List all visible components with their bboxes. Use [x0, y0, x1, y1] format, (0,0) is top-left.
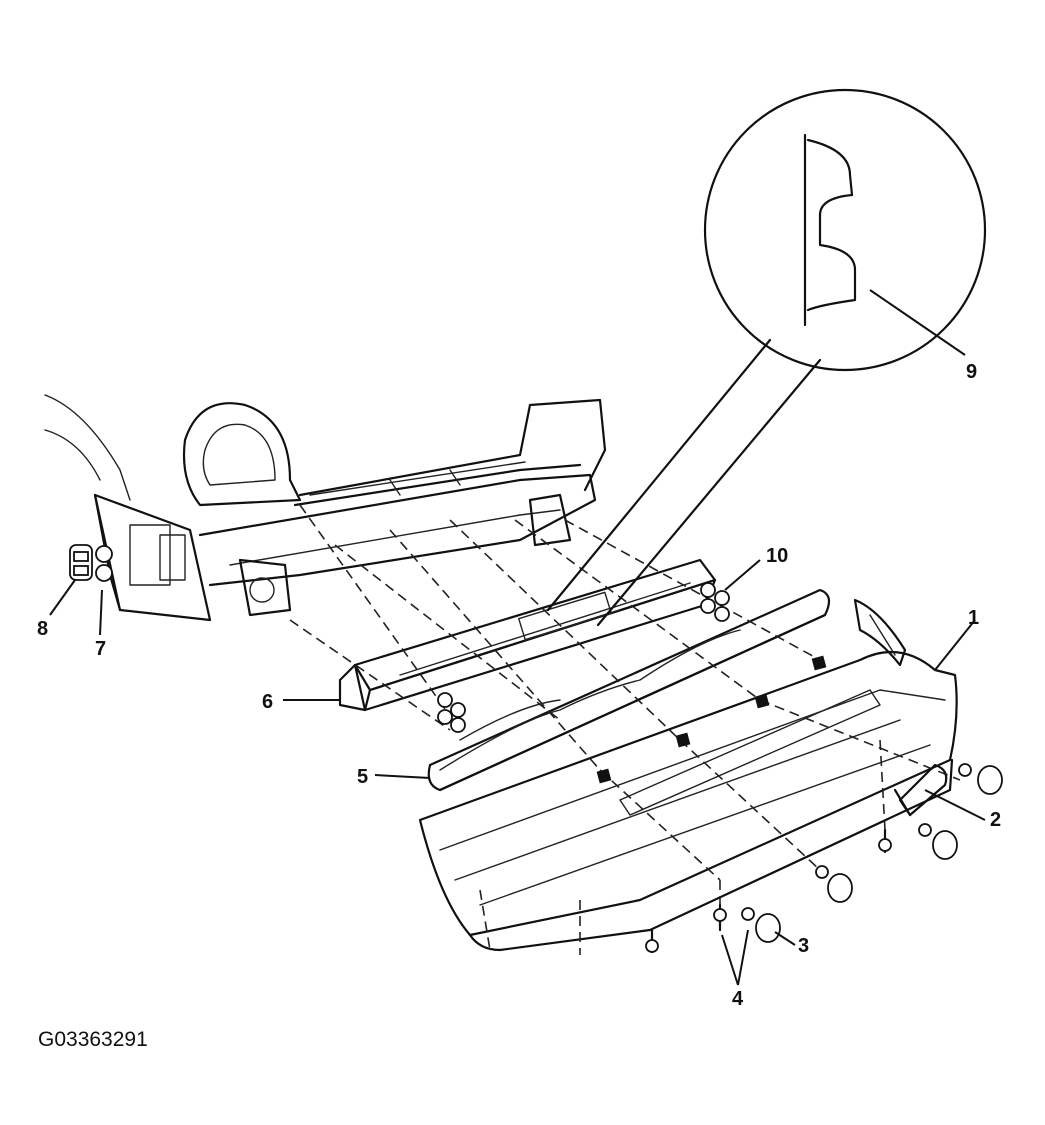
impact-bar-nuts [437, 582, 730, 733]
callout-1: 1 [968, 607, 979, 629]
callout-3: 3 [798, 935, 809, 957]
fascia-hardware [645, 763, 1003, 954]
retainer-clips [596, 655, 827, 784]
figure-id: G03363291 [38, 1028, 148, 1051]
callout-8: 8 [37, 618, 48, 640]
body-fasteners [69, 544, 113, 582]
callout-7: 7 [95, 638, 106, 660]
bumper-fascia [418, 598, 958, 952]
callout-6: 6 [262, 691, 273, 713]
vehicle-rear-body [44, 394, 607, 622]
leader-lines [49, 289, 986, 986]
detail-magnifier [546, 88, 987, 627]
callout-labels: 1 2 3 4 5 6 7 8 9 10 [37, 361, 1001, 1010]
callout-9: 9 [966, 361, 977, 383]
alignment-lines [289, 504, 961, 955]
energy-absorber [427, 588, 831, 792]
callout-5: 5 [357, 766, 368, 788]
callout-2: 2 [990, 809, 1001, 831]
callout-4: 4 [732, 988, 744, 1010]
callout-10: 10 [766, 545, 788, 567]
